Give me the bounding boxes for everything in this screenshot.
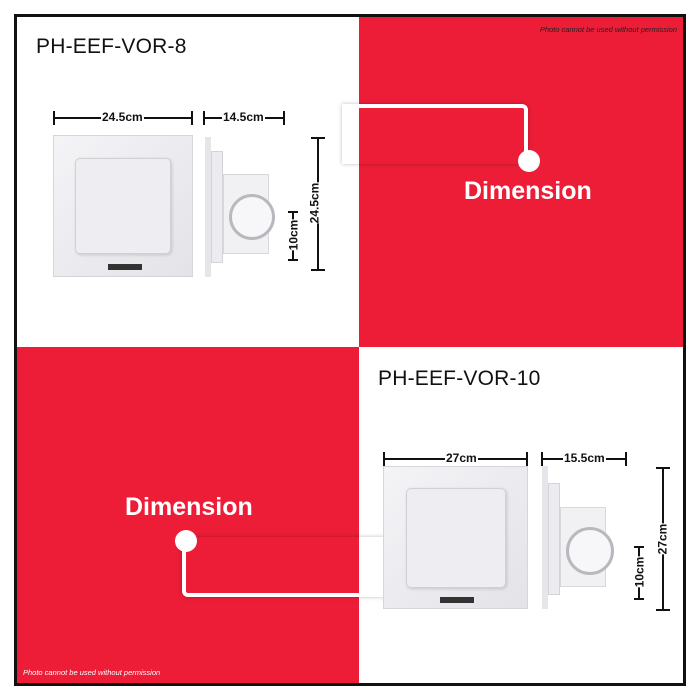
connector-dot-2 xyxy=(175,530,197,552)
quadrant-bottom-left xyxy=(17,347,359,683)
duct-measure-2: 10cm xyxy=(632,556,647,588)
height-measure-1: 24.5cm xyxy=(307,182,322,224)
connector-line-1 xyxy=(342,104,528,164)
dimension-label-1: Dimension xyxy=(464,177,592,205)
depth-measure-2: 15.5cm xyxy=(563,451,606,465)
quadrant-top-right xyxy=(359,17,683,347)
height-measure-2: 27cm xyxy=(655,523,670,555)
duct-measure-1: 10cm xyxy=(286,219,301,251)
dimension-label-2: Dimension xyxy=(125,493,253,521)
permission-notice-bottom: Photo cannot be used without permission xyxy=(23,668,161,677)
width-measure-2: 27cm xyxy=(445,451,478,465)
model-name-1: PH-EEF-VOR-8 xyxy=(36,35,187,58)
permission-notice-top: Photo cannot be used without permission xyxy=(539,25,677,34)
connector-line-2 xyxy=(182,537,387,597)
model-name-2: PH-EEF-VOR-10 xyxy=(378,367,541,390)
connector-dot-1 xyxy=(518,150,540,172)
depth-measure-1: 14.5cm xyxy=(222,110,265,124)
width-measure-1: 24.5cm xyxy=(101,110,144,124)
image-frame: Photo cannot be used without permission … xyxy=(14,14,686,686)
